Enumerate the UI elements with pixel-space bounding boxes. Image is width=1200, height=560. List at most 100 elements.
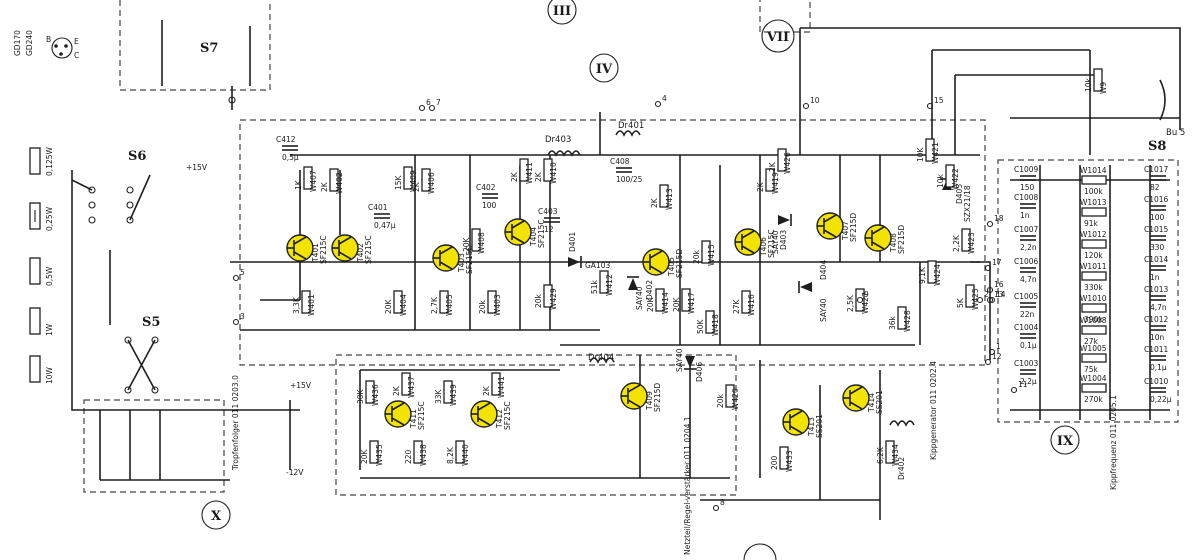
svg-text:17: 17	[992, 258, 1002, 267]
svg-text:III: III	[553, 4, 571, 19]
t404-ref: T404	[529, 227, 538, 247]
w419-value: 2K	[756, 181, 765, 192]
svg-text:VII: VII	[766, 30, 789, 45]
diode-d406: D406 SAY40	[675, 348, 704, 382]
w422-ref: W422	[951, 168, 960, 190]
w424-ref: W424	[933, 264, 942, 286]
t404-type: SF215C	[537, 219, 546, 248]
svg-text:D406: D406	[695, 362, 704, 382]
w426-value: 2K	[768, 161, 777, 172]
switch-s5: S5	[124, 315, 160, 394]
w1008-value: 27k	[1084, 337, 1099, 346]
svg-text:0,125W: 0,125W	[45, 147, 54, 176]
w1004-value: 270k	[1084, 395, 1103, 404]
terminal-5: 5	[232, 268, 245, 282]
t407-type: SF215D	[849, 213, 858, 242]
svg-text:7: 7	[436, 98, 441, 107]
w425-value: 5K	[956, 297, 965, 308]
t403-ref: T403	[457, 253, 466, 273]
svg-text:Dr404: Dr404	[588, 353, 614, 363]
svg-text:2: 2	[984, 290, 989, 299]
c408-ref: C408	[610, 157, 630, 166]
w1004-ref: W1004	[1080, 374, 1107, 383]
resistor-w426: W426 2K	[768, 148, 792, 174]
roman-x-left: X	[201, 500, 231, 530]
supply-15v-b: +15V	[290, 381, 312, 390]
c1017-ref: C1017	[1144, 165, 1169, 174]
c1013-value: 4,7n	[1150, 303, 1167, 312]
terminal-10: 10	[802, 96, 820, 110]
roman-iv: IV	[589, 53, 619, 83]
c1016-value: 100	[1150, 213, 1165, 222]
w418-value: 50K	[696, 318, 705, 334]
w427-value: 2,5K	[846, 294, 855, 312]
w1005-value: 75k	[1084, 365, 1099, 374]
svg-text:D403: D403	[779, 230, 788, 250]
c1005-ref: C1005	[1014, 292, 1039, 301]
c1012-value: 10n	[1150, 333, 1165, 342]
t414-ref: T414	[867, 393, 876, 413]
c1008-value: 1n	[1020, 211, 1030, 220]
w416-ref: W416	[747, 294, 756, 316]
w404-ref: W404	[399, 294, 408, 316]
w1013-ref: W1013	[1080, 198, 1107, 207]
c1006-value: 4,7n	[1020, 275, 1037, 284]
w426-ref: W426	[783, 152, 792, 174]
c1007-ref: C1007	[1014, 225, 1039, 234]
t408-ref: T408	[889, 233, 898, 253]
choke-dr402: Dr402	[889, 420, 915, 480]
w422-value: 10k	[936, 173, 945, 188]
terminal-18: 18	[986, 214, 1004, 228]
w413-value: 2K	[650, 197, 659, 208]
svg-text:10W: 10W	[45, 366, 54, 384]
terminal-8: 8	[712, 498, 725, 512]
c1011-ref: C1011	[1144, 345, 1169, 354]
w1012-value: 120k	[1084, 251, 1103, 260]
w402-value: 2K	[320, 181, 329, 192]
w420-value: 20k	[716, 393, 725, 408]
terminal-4: 4	[654, 94, 667, 108]
svg-text:9: 9	[864, 290, 869, 299]
diode-d402: D402 SAY40	[627, 276, 654, 310]
svg-text:S8: S8	[1148, 139, 1166, 154]
w429-value: 20k	[534, 293, 543, 308]
w437-value: 2K	[392, 385, 401, 396]
w436-value: 30K	[356, 388, 365, 404]
svg-text:10: 10	[810, 96, 820, 105]
w1011-value: 330k	[1084, 283, 1103, 292]
w428-value: 36k	[888, 315, 897, 330]
w434-value: 6,2K	[876, 446, 885, 464]
supply-15v-a: +15V	[186, 163, 208, 172]
w1012-ref: W1012	[1080, 230, 1107, 239]
board-kippgen-outline	[335, 354, 737, 496]
svg-text:IX: IX	[1057, 434, 1074, 449]
t411-type: SF215C	[417, 401, 426, 430]
w417-value: 20K	[672, 296, 681, 312]
w434-ref: W434	[891, 444, 900, 466]
c1004-ref: C1004	[1014, 323, 1039, 332]
w438-ref: W438	[419, 444, 428, 466]
choke-dr401: Dr401	[615, 121, 644, 137]
